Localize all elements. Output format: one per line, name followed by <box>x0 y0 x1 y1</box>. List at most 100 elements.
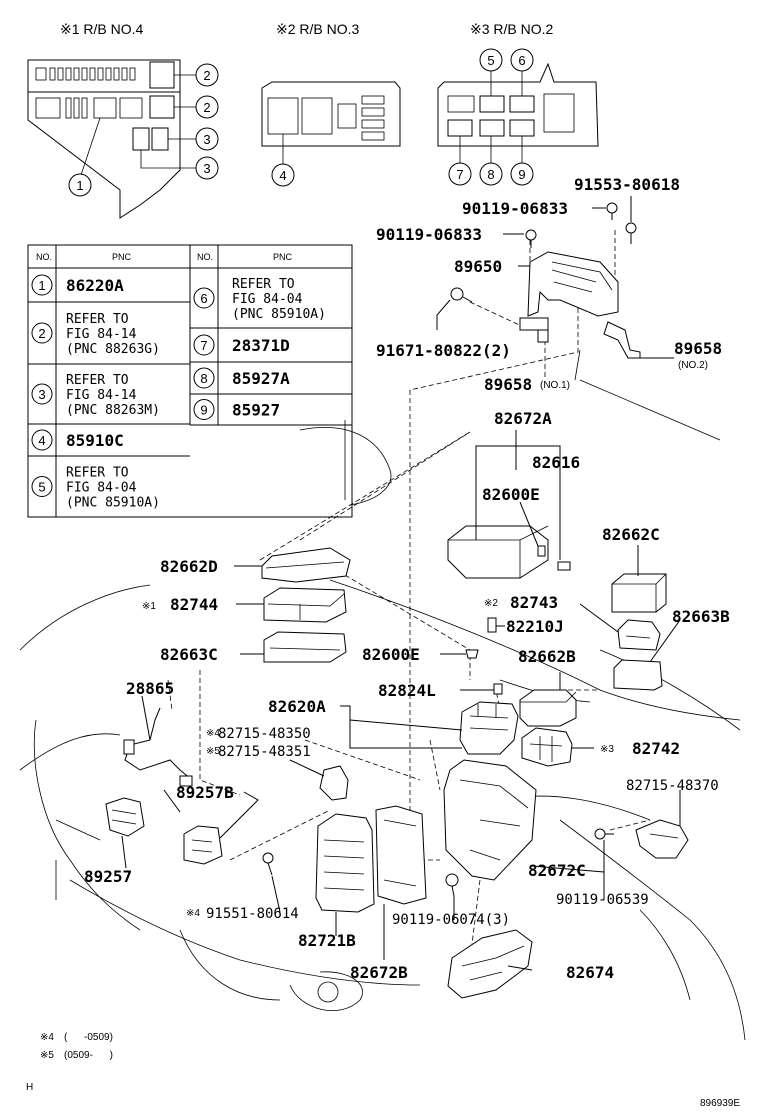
bracket-82715-48370 <box>635 819 689 859</box>
relay-block-no3-title: ※2 R/B NO.3 <box>276 21 360 37</box>
label-82210J: 82210J <box>506 617 564 636</box>
vehicle-outline <box>19 349 746 1041</box>
callout-5 <box>479 48 503 72</box>
label-82672C: 82672C <box>528 861 586 880</box>
label-82715-48350-mark: ※4 <box>206 728 220 739</box>
label-82743-mark: ※2 <box>484 598 498 609</box>
table-row-left-2-num: 2 <box>38 326 45 341</box>
table-row-left-3-text: REFER TO <box>66 373 129 388</box>
ecu-82721B <box>315 813 375 913</box>
table-row-left-3-text: FIG 84-14 <box>66 388 137 403</box>
bracket-82674 <box>447 929 533 999</box>
bolt-90119-06074 <box>445 873 459 897</box>
label-82663C: 82663C <box>160 645 218 664</box>
block-82744 <box>263 587 347 623</box>
label-90119-06539: 90119-06539 <box>556 892 649 908</box>
cover-82672B <box>375 805 427 905</box>
label-82662C: 82662C <box>602 525 660 544</box>
svg-text:4: 4 <box>279 168 286 183</box>
svg-text:2: 2 <box>203 100 210 115</box>
label-90119-06074: 90119-06074(3) <box>392 912 510 928</box>
svg-text:6: 6 <box>518 53 525 68</box>
svg-text:9: 9 <box>518 167 525 182</box>
table-row-left-4-num: 4 <box>38 433 45 448</box>
table-header-pnc-left: PNC <box>112 252 132 262</box>
label-82620A: 82620A <box>268 697 326 716</box>
cover-82662B <box>519 689 577 727</box>
table-header-no-left: NO. <box>36 252 52 262</box>
relay-block-no3-inset: ※2 R/B NO.3 4 <box>261 21 401 187</box>
note-4-text: ( -0509) <box>64 1032 113 1043</box>
relay-block-no4-title: ※1 R/B NO.4 <box>60 21 144 37</box>
label-89257B: 89257B <box>176 783 234 802</box>
harness-28865 <box>123 707 193 791</box>
label-91551-80614: 91551-80614 <box>206 906 299 922</box>
relay-block-no2-inset: ※3 R/B NO.2 5 6 7 8 9 <box>437 21 599 186</box>
table-row-left-2-text: REFER TO <box>66 312 129 327</box>
svg-text:8: 8 <box>487 167 494 182</box>
bolt-91553 <box>625 222 637 244</box>
table-row-left-5-num: 5 <box>38 480 45 495</box>
note-5-text: (0509- ) <box>64 1050 113 1061</box>
figure-code: 896939E <box>700 1098 740 1109</box>
table-row-right-6-text: FIG 84-04 <box>232 292 303 307</box>
label-82721B: 82721B <box>298 931 356 950</box>
label-82824L: 82824L <box>378 681 436 700</box>
table-row-right-6-text: (PNC 85910A) <box>232 307 326 322</box>
fuse-slots <box>35 61 175 151</box>
label-82672A: 82672A <box>494 409 552 428</box>
table-row-right-7-text: 28371D <box>232 336 290 355</box>
label-89658-no1: 89658 <box>484 375 532 394</box>
table-row-right-8-num: 8 <box>200 371 207 386</box>
note-5-mark: ※5 <box>40 1050 54 1061</box>
label-89257: 89257 <box>84 867 132 886</box>
callout-3b <box>195 156 219 180</box>
case-82672C <box>443 759 537 881</box>
clip-82600E-mid <box>465 649 479 659</box>
clip-82824L <box>493 683 503 695</box>
callout-9 <box>510 162 534 186</box>
table-row-left-4-num-circle <box>31 429 53 451</box>
bracket-82715-48350 <box>319 765 349 801</box>
block-82663C <box>263 631 347 663</box>
cover-82662D <box>261 547 351 583</box>
label-89658-no1-note: (NO.1) <box>540 380 570 391</box>
callout-8 <box>479 162 503 186</box>
cover-82663B <box>613 659 663 691</box>
svg-text:2: 2 <box>203 68 210 83</box>
label-89658-no2: 89658 <box>674 339 722 358</box>
nut-91551 <box>262 852 274 876</box>
bolt-90119-06539 <box>594 828 614 840</box>
callout-4 <box>271 163 295 187</box>
table-row-left-5-text: FIG 84-04 <box>66 481 137 496</box>
table-row-right-6-num: 6 <box>200 291 207 306</box>
relay-block-82742 <box>521 727 573 767</box>
label-82662B: 82662B <box>518 647 576 666</box>
callout-3a <box>195 127 219 151</box>
label-82600E-top: 82600E <box>482 485 540 504</box>
label-82715-48351-mark: ※5 <box>206 746 220 757</box>
footer-left-mark: H <box>26 1082 33 1093</box>
callout-1 <box>68 173 92 197</box>
bolt-90119-a <box>606 202 618 220</box>
label-89650: 89650 <box>454 257 502 276</box>
table-row-right-6-num-circle <box>193 287 215 309</box>
label-82742: 82742 <box>632 739 680 758</box>
svg-text:1: 1 <box>76 178 83 193</box>
bolt-90119-b <box>525 229 537 248</box>
table-row-right-9-text: 85927 <box>232 401 280 420</box>
relay-block-82620A <box>459 701 519 755</box>
relay-block-no4-inset: ※1 R/B NO.4 2 2 <box>27 21 219 219</box>
svg-text:7: 7 <box>456 167 463 182</box>
table-row-left-2-text: (PNC 88263G) <box>66 342 160 357</box>
table-row-right-7-num-circle <box>193 334 215 356</box>
label-82742-mark: ※3 <box>600 744 614 755</box>
table-row-left-1-num-circle <box>31 274 53 296</box>
block-82743 <box>617 619 661 651</box>
label-82744-mark: ※1 <box>142 601 156 612</box>
label-82616: 82616 <box>532 453 580 472</box>
callout-2b <box>195 95 219 119</box>
table-row-right-6-text: REFER TO <box>232 277 295 292</box>
label-82662D: 82662D <box>160 557 218 576</box>
